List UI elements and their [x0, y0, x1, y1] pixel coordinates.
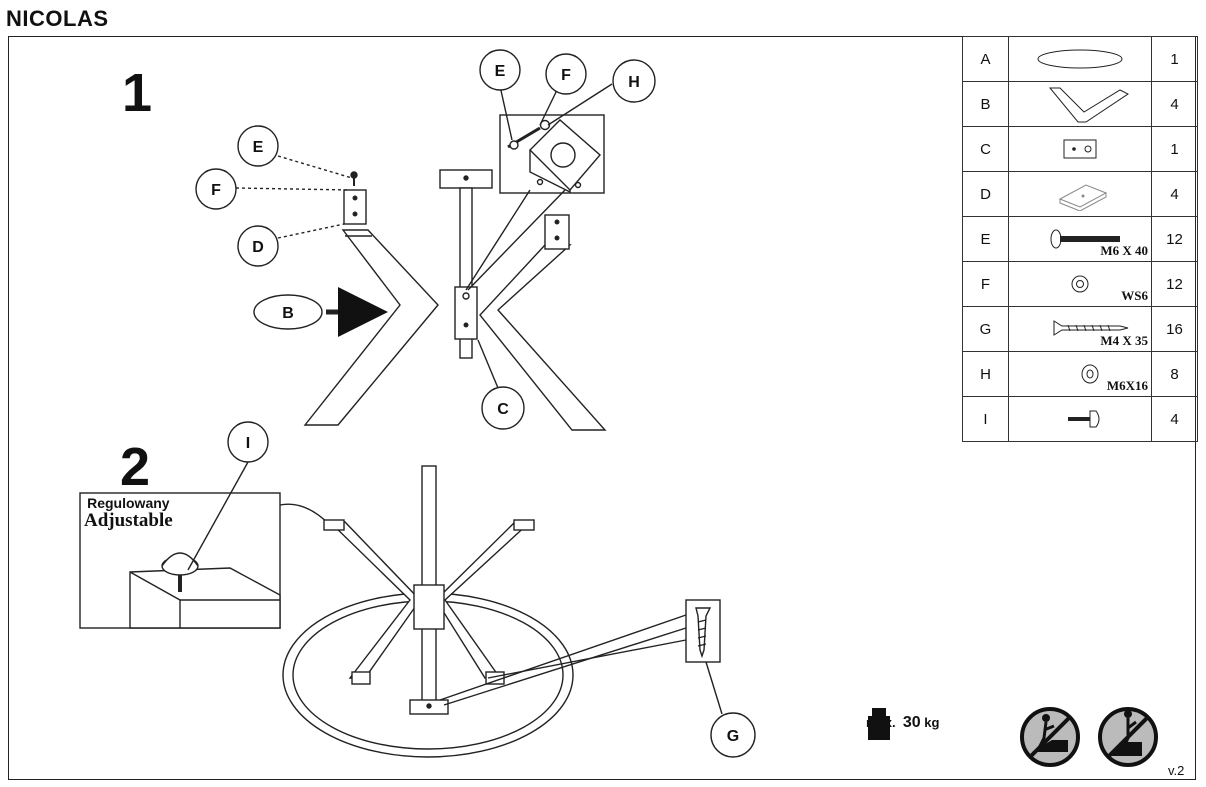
max-load-unit: kg — [924, 715, 940, 730]
part-qty: 1 — [1151, 126, 1198, 172]
part-letter: G — [962, 306, 1009, 352]
screw-g-detail — [685, 599, 721, 663]
part-picture — [1008, 81, 1152, 127]
part-letter: D — [962, 171, 1009, 217]
adjustable-label-en: Adjustable — [84, 509, 173, 531]
product-title: NICOLAS — [6, 6, 109, 31]
ellipse-top-icon — [1037, 49, 1123, 69]
callout-h-top: H — [628, 74, 640, 91]
part-row: A 1 — [962, 36, 1198, 82]
leg-b-right — [479, 214, 607, 431]
spring-washer-icon — [1071, 275, 1089, 293]
assembled-table — [282, 465, 574, 758]
part-picture — [1008, 171, 1152, 217]
no-sitting-icon — [1098, 707, 1158, 767]
max-load-prefix: max. — [866, 715, 896, 730]
part-picture: WS6 — [1008, 261, 1152, 307]
bolt-e-small — [350, 171, 358, 186]
step-number-2: 2 — [120, 437, 151, 497]
part-letter: F — [962, 261, 1009, 307]
part-row: D 4 — [962, 171, 1198, 217]
part-letter: I — [962, 396, 1009, 442]
part-picture — [1008, 126, 1152, 172]
callout-e-top: E — [495, 63, 506, 80]
part-letter: A — [962, 36, 1009, 82]
part-size-label: M4 X 35 — [1100, 333, 1148, 348]
part-size-label: WS6 — [1121, 288, 1148, 303]
part-picture: M4 X 35 — [1008, 306, 1152, 352]
part-picture — [1008, 36, 1152, 82]
callout-i-2: I — [246, 435, 250, 452]
version-label: v.2 — [1168, 763, 1185, 778]
part-picture: M6 X 40 — [1008, 216, 1152, 262]
bracket-detail — [499, 114, 605, 194]
part-letter: H — [962, 351, 1009, 397]
part-picture — [1008, 396, 1152, 442]
max-load-value: 30 — [902, 714, 921, 731]
mount-block-icon — [1058, 184, 1108, 211]
mount-block-d — [343, 189, 367, 225]
part-qty: 4 — [1151, 81, 1198, 127]
callout-circle — [237, 125, 279, 167]
part-letter: C — [962, 126, 1009, 172]
part-row: H M6X16 8 — [962, 351, 1198, 397]
weight-icon — [868, 708, 890, 740]
no-standing-icon — [1020, 707, 1080, 767]
adjustable-foot-detail — [79, 492, 281, 629]
parts-table: A 1 B 4 C 1 D 4 E M6 X 40 12 F WS6 12 G … — [962, 36, 1198, 442]
callout-g-2: G — [727, 728, 739, 745]
callout-d-1: D — [252, 239, 264, 256]
part-picture: M6X16 — [1008, 351, 1152, 397]
adjustable-label-pl: Regulowany — [87, 495, 170, 511]
wood-screw-icon — [1053, 320, 1129, 336]
part-row: C 1 — [962, 126, 1198, 172]
part-qty: 16 — [1151, 306, 1198, 352]
max-load: max. 30 kg — [866, 714, 939, 732]
part-letter: E — [962, 216, 1009, 262]
washer-icon — [1081, 364, 1099, 384]
v-leg-icon — [1048, 87, 1129, 123]
leg-b-left — [303, 229, 439, 426]
part-size-label: M6X16 — [1106, 378, 1148, 393]
part-qty: 4 — [1151, 396, 1198, 442]
adjustable-label: Regulowany Adjustable — [84, 496, 173, 531]
part-row: B 4 — [962, 81, 1198, 127]
part-row: F WS6 12 — [962, 261, 1198, 307]
part-row: I 4 — [962, 396, 1198, 442]
bracket-plate-icon — [1063, 139, 1097, 159]
part-row: G M4 X 35 16 — [962, 306, 1198, 352]
part-letter: B — [962, 81, 1009, 127]
callout-e-1: E — [253, 139, 264, 156]
part-qty: 1 — [1151, 36, 1198, 82]
part-qty: 12 — [1151, 216, 1198, 262]
adjustable-foot-icon — [1068, 410, 1100, 428]
part-row: E M6 X 40 12 — [962, 216, 1198, 262]
callout-f-1: F — [211, 182, 221, 199]
step-number-1: 1 — [122, 63, 153, 123]
callout-c-1: C — [497, 401, 509, 418]
part-qty: 4 — [1151, 171, 1198, 217]
callout-f-top: F — [561, 67, 571, 84]
part-qty: 8 — [1151, 351, 1198, 397]
callout-b-1: B — [282, 305, 294, 322]
bolt-icon — [1050, 229, 1120, 249]
center-column — [439, 169, 493, 359]
part-qty: 12 — [1151, 261, 1198, 307]
part-size-label: M6 X 40 — [1100, 243, 1148, 258]
